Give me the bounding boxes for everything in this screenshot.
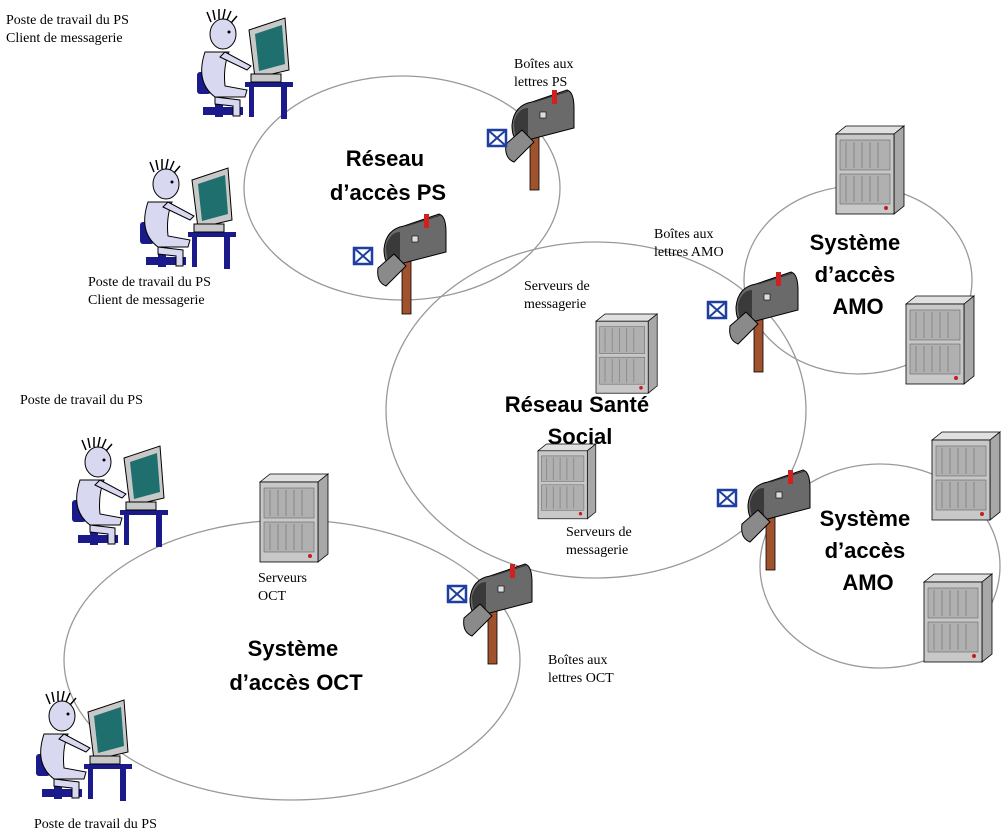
mailbox-icon: [741, 469, 811, 571]
mailbox-icon: [505, 89, 575, 191]
workstation-icon: [196, 8, 294, 120]
oct-title: Système d’accès OCT: [229, 636, 363, 695]
workstation-icon: [139, 158, 237, 270]
workstation-mid-label: Poste de travail du PS Client de message…: [88, 275, 214, 308]
servers-bottom-label: Serveurs de messagerie: [566, 525, 635, 558]
envelope-icon: [486, 128, 508, 148]
amo-top-title: Système d’accès AMO: [810, 230, 907, 319]
server-icon: [259, 473, 329, 563]
server-icon: [905, 295, 975, 385]
mailbox-icon: [463, 563, 533, 665]
workstation-left-label: Poste de travail du PS: [20, 393, 143, 408]
workstation-top-label: Poste de travail du PS Client de message…: [6, 13, 132, 46]
servers-oct-label: Serveurs OCT: [258, 571, 311, 604]
servers-top-label: Serveurs de messagerie: [524, 279, 593, 312]
amo-bottom-ellipse: [759, 463, 1001, 669]
envelope-icon: [706, 300, 728, 320]
envelope-icon: [352, 246, 374, 266]
rss-title: Réseau Santé Social: [505, 392, 655, 449]
server-icon: [923, 573, 993, 663]
envelope-icon: [716, 488, 738, 508]
workstation-bottom-label: Poste de travail du PS: [34, 817, 157, 832]
server-icon: [537, 443, 597, 520]
envelope-icon: [446, 584, 468, 604]
ps-network-title: Réseau d’accès PS: [330, 146, 446, 205]
amo-bottom-title: Système d’accès AMO: [820, 506, 917, 595]
server-icon: [931, 431, 1001, 521]
workstation-icon: [35, 690, 133, 802]
server-icon: [835, 125, 905, 215]
workstation-icon: [71, 436, 169, 548]
mailboxes-ps-label: Boîtes aux lettres PS: [514, 57, 577, 90]
server-icon: [595, 313, 658, 394]
mailboxes-oct-label: Boîtes aux lettres OCT: [548, 653, 614, 686]
rss-ellipse: [385, 241, 807, 579]
mailboxes-amo-label: Boîtes aux lettres AMO: [654, 227, 724, 260]
